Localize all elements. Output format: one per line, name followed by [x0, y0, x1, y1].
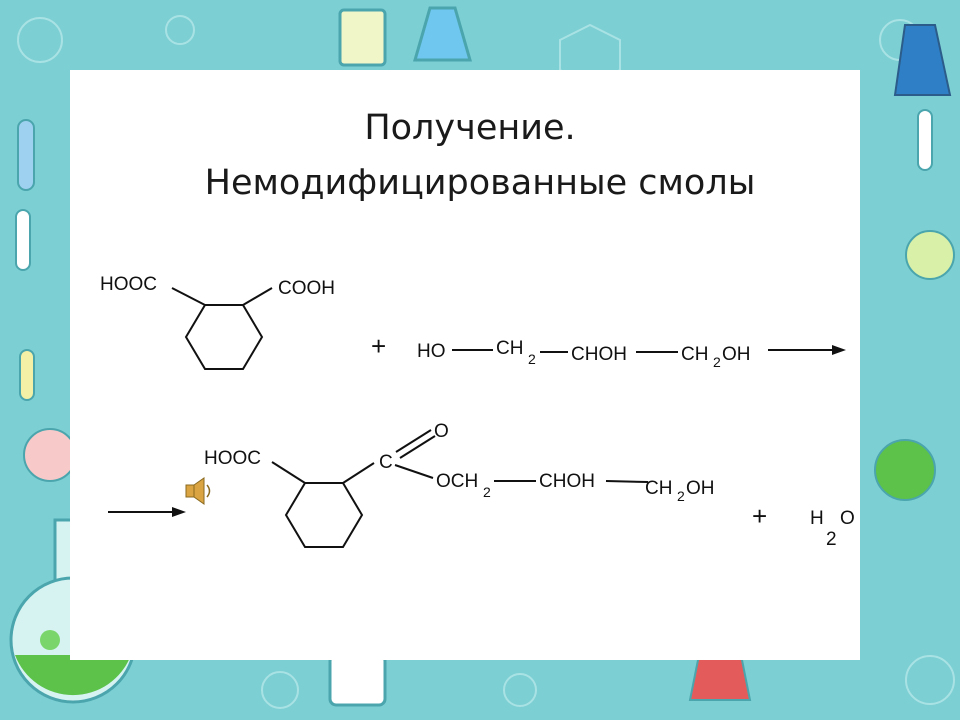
water-subscript: 2 [826, 529, 837, 550]
carbon-label: C [379, 452, 393, 473]
hooc-label: HOOC [100, 274, 157, 295]
test-tube-icon [15, 119, 77, 482]
flask-icon [328, 24, 955, 707]
svg-text:2: 2 [713, 354, 721, 370]
svg-text:2: 2 [483, 484, 491, 500]
benzene-ring [284, 482, 364, 548]
water-h: H [810, 508, 824, 529]
choh-label: CHOH [539, 471, 595, 492]
och2-label: OCH [436, 471, 478, 492]
plus-sign: + [752, 501, 767, 531]
ho-label: HO [417, 341, 446, 362]
svg-text:2: 2 [677, 488, 685, 504]
svg-text:2: 2 [528, 351, 536, 367]
reactant-phthalic-acid: HOOC COOH [100, 274, 335, 370]
reaction-arrow [768, 345, 846, 355]
product-ester: HOOC C O OCH 2 CHOH CH 2 OH [204, 421, 715, 548]
ch2oh-label-ch: CH [681, 344, 708, 365]
choh-label: CHOH [571, 344, 627, 365]
slide-title-line2: Немодифицированные смолы [204, 163, 756, 203]
water-molecule: H 2 O [810, 508, 855, 550]
ch2-label: CH [496, 338, 523, 359]
reaction-arrow [108, 507, 186, 517]
cooh-label: COOH [278, 278, 335, 299]
water-o: O [840, 508, 855, 529]
reactant-glycerol: HO CH 2 CHOH CH 2 OH [417, 338, 751, 370]
oxygen-label: O [434, 421, 449, 442]
slide-title-line1: Получение. [364, 108, 576, 148]
speaker-icon[interactable] [185, 477, 211, 505]
ch2oh-label-oh: OH [686, 478, 715, 499]
beaker-icon [338, 6, 472, 67]
benzene-ring [184, 304, 264, 370]
plus-sign: + [371, 331, 386, 361]
hooc-label: HOOC [204, 448, 261, 469]
ch2oh-label-ch: CH [645, 478, 672, 499]
ch2oh-label-oh: OH [722, 344, 751, 365]
